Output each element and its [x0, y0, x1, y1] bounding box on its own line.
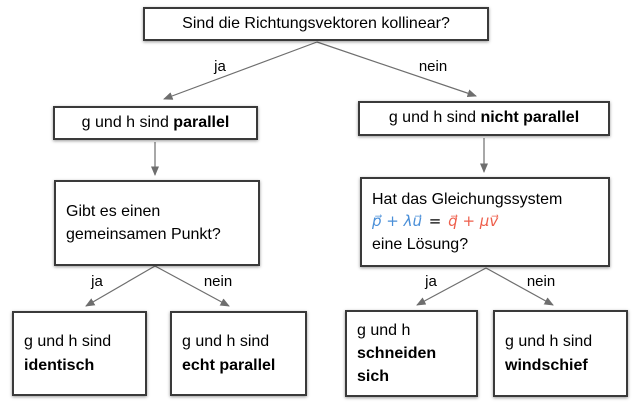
equation-equals-sign: = — [428, 212, 442, 231]
edge-label-ja-level3-right: ja — [425, 273, 437, 290]
node-result-schneiden-sich: g und h schneiden sich — [345, 310, 478, 397]
identisch-prefix: g und h sind — [24, 333, 112, 351]
equation-line1: Hat das Gleichungssystem — [372, 190, 563, 208]
windschief-bold: windschief — [505, 356, 588, 374]
equation-left-side: p⃗ + λu⃗ — [372, 212, 423, 231]
edge-label-nein-level3-right: nein — [526, 273, 556, 290]
node-common-point-question: Gibt es einen gemeinsamen Punkt? — [54, 180, 260, 266]
schneiden-bold-line2: sich — [357, 368, 390, 386]
node-not-parallel: g und h sind nicht parallel — [358, 101, 610, 136]
arrow-root-to-parallel — [163, 41, 318, 100]
edge-label-ja-level1: ja — [214, 58, 226, 75]
node-root-question: Sind die Richtungsvektoren kollinear? — [143, 7, 489, 41]
vector-equation: p⃗ + λu⃗ = q⃗ + μv⃗ — [372, 211, 604, 233]
edge-label-nein-level1: nein — [418, 58, 448, 75]
schneiden-prefix: g und h — [357, 321, 411, 339]
schneiden-bold-line1: schneiden — [357, 344, 437, 362]
not-parallel-text: g und h sind nicht parallel — [388, 109, 580, 127]
edge-label-nein-level3-left: nein — [203, 273, 233, 290]
common-point-line1: Gibt es einen — [66, 202, 161, 220]
echt-parallel-bold: echt parallel — [182, 356, 276, 374]
node-result-identisch: g und h sind identisch — [12, 311, 147, 396]
equation-line3: eine Lösung? — [372, 235, 469, 253]
echt-parallel-prefix: g und h sind — [182, 333, 270, 351]
root-question-text: Sind die Richtungsvektoren kollinear? — [182, 14, 450, 32]
node-result-windschief: g und h sind windschief — [493, 310, 628, 397]
equation-right-side: q⃗ + μv⃗ — [448, 212, 499, 231]
windschief-prefix: g und h sind — [505, 333, 593, 351]
arrow-root-to-not-parallel — [316, 41, 477, 98]
common-point-line2: gemeinsamen Punkt? — [66, 226, 221, 243]
node-result-echt-parallel: g und h sind echt parallel — [170, 311, 307, 396]
identisch-bold: identisch — [24, 356, 95, 374]
edge-label-ja-level3-left: ja — [91, 273, 103, 290]
node-parallel: g und h sind parallel — [53, 106, 258, 140]
parallel-text: g und h sind parallel — [81, 113, 230, 131]
node-equation-question: Hat das Gleichungssystem p⃗ + λu⃗ = q⃗ +… — [360, 177, 610, 267]
